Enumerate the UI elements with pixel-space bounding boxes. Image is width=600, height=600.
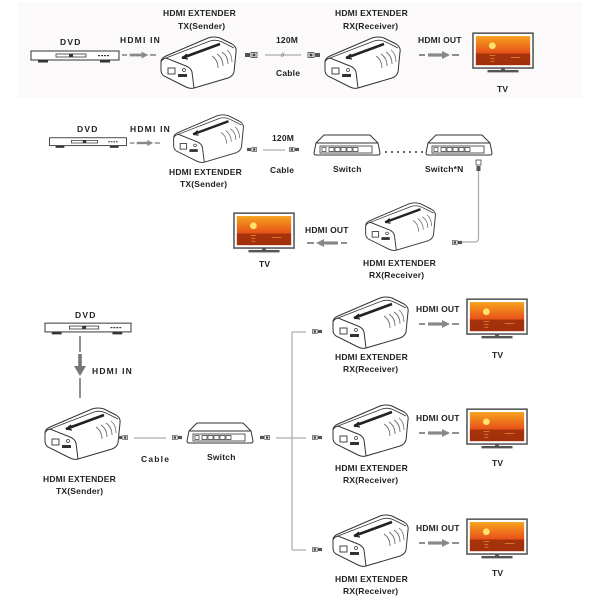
dvd-player-icon [30,49,120,65]
rx-sub: RX(Receiver) [343,475,399,485]
tx-title: HDMI EXTENDER [163,8,236,18]
hdmi-out-arrow-icon [418,320,460,328]
dotted-link-icon [385,151,423,153]
rx-receiver-device-icon [322,34,402,90]
rx-sub: RX(Receiver) [343,586,399,596]
dvd-label: DVD [60,37,82,47]
cable-length-label: 120M [276,35,299,45]
dvd-label: DVD [77,124,99,134]
cable-icon [118,435,182,440]
tv-icon [233,212,295,254]
scenario-2: DVD HDMI IN HDMI EXTENDER TX(Sender) 120… [0,100,600,280]
rx-receiver-device-icon [364,201,437,252]
tv-label: TV [497,84,509,94]
rx-title: HDMI EXTENDER [335,352,408,362]
uplink-cable-icon [451,159,482,245]
tv-label: TV [492,568,504,578]
hdmi-out-arrow-icon [306,239,348,247]
rx-sub: RX(Receiver) [343,21,399,31]
tv-label: TV [492,350,504,360]
tx-sender-device-icon [172,113,245,164]
tv-icon [466,518,528,560]
hdmi-in-label: HDMI IN [130,124,171,134]
tv-icon [472,32,534,74]
tx-sub: TX(Sender) [56,486,104,496]
rx-title: HDMI EXTENDER [335,574,408,584]
distribution-cables-icon [260,329,322,552]
rx-sub: RX(Receiver) [369,270,425,280]
rx-receiver-device-icon [330,402,410,458]
tv-icon [466,298,528,340]
switch-icon [186,422,254,444]
rx-title: HDMI EXTENDER [335,8,408,18]
dvd-player-icon [44,322,132,335]
hdmi-out-arrow-icon [418,429,460,437]
rx-title: HDMI EXTENDER [363,258,436,268]
cable-label: Cable [141,454,171,464]
tx-sender-device-icon [42,405,122,461]
rx-sub: RX(Receiver) [343,364,399,374]
hdmi-out-label: HDMI OUT [418,35,462,45]
tv-label: TV [492,458,504,468]
rx-receiver-device-icon [330,294,410,350]
cable-length-label: 120M [272,133,295,143]
tx-title: HDMI EXTENDER [169,167,242,177]
hdmi-in-label: HDMI IN [120,35,161,45]
hdmi-in-label: HDMI IN [92,366,133,376]
hdmi-out-label: HDMI OUT [305,225,349,235]
tv-label: TV [259,259,271,269]
tv-icon [466,408,528,450]
switch-icon [312,133,382,157]
switch-n-label: Switch*N [425,164,464,174]
tx-sub: TX(Sender) [178,21,226,31]
hdmi-out-label: HDMI OUT [416,413,460,423]
switch-label: Switch [207,452,236,462]
cable-icon [247,147,299,152]
cable-label: Cable [270,165,295,175]
svg-text://: // [281,53,285,59]
scenario-2-band [18,104,582,272]
hdmi-out-arrow-icon [418,539,460,547]
dvd-player-icon [49,137,127,149]
scenario-1: DVD HDMI IN HDMI EXTENDER TX(Sender) 120… [0,0,600,100]
hdmi-in-arrow-icon [74,336,86,398]
dvd-label: DVD [75,310,97,320]
hdmi-in-arrow-icon [130,139,160,147]
hdmi-out-arrow-icon [418,51,460,59]
hdmi-out-label: HDMI OUT [416,523,460,533]
rx-receiver-device-icon [330,512,410,568]
hdmi-out-label: HDMI OUT [416,304,460,314]
tx-sender-device-icon [158,34,238,90]
cable-label: Cable [276,68,301,78]
switch-label: Switch [333,164,362,174]
tx-sub: TX(Sender) [180,179,228,189]
tx-title: HDMI EXTENDER [43,474,116,484]
scenario-3: DVD HDMI IN HDMI EXTENDER TX(Sender) Cab… [0,280,600,600]
rx-title: HDMI EXTENDER [335,463,408,473]
cable-icon: // [245,52,320,59]
switch-n-icon [424,133,494,157]
hdmi-in-arrow-icon [122,51,156,59]
